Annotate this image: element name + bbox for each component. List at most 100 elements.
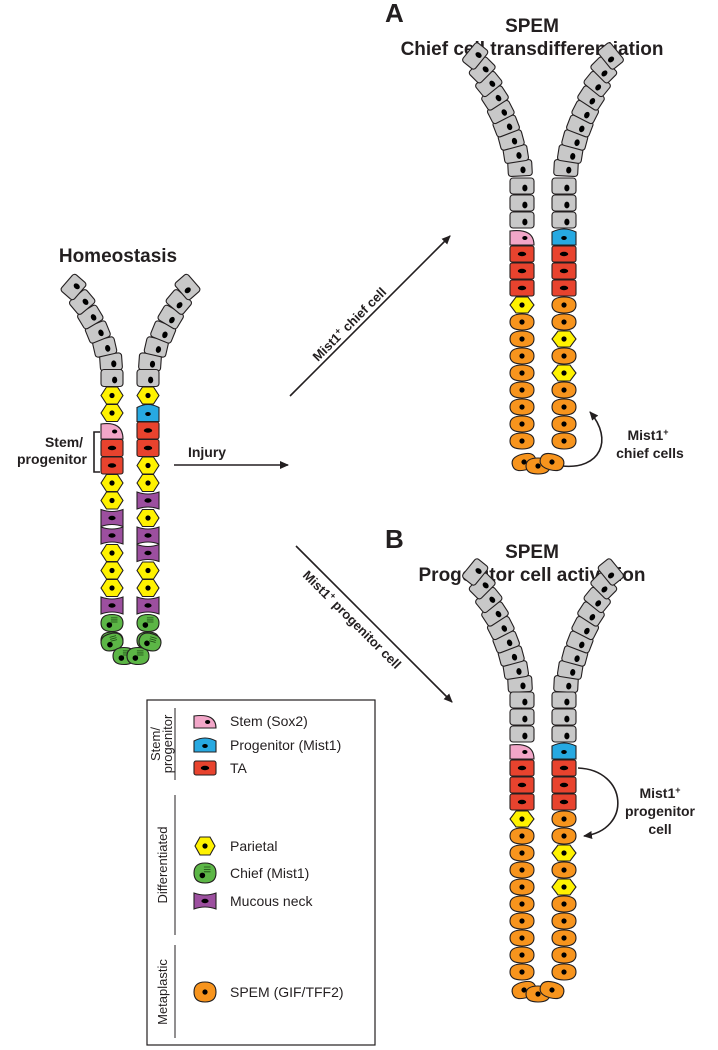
parietal-cell [100, 578, 124, 598]
parietal-cell [509, 810, 535, 828]
chief-cell [136, 613, 160, 633]
panel-letter-b: B [385, 524, 404, 554]
spem-cell [509, 895, 535, 913]
progenitor-cell [551, 742, 577, 760]
gray-cell [577, 85, 605, 111]
legend-group-stem-line1: Stem/ [148, 727, 163, 761]
spem-cell [551, 432, 577, 450]
spem-cell [551, 929, 577, 947]
chief-cell [100, 632, 124, 652]
stem-progenitor-label-line2: progenitor [17, 451, 88, 467]
arrow-a-label: Mist1+ chief cell [309, 284, 389, 364]
spem-cell [539, 980, 565, 1000]
spem-cell [551, 912, 577, 930]
ta-cell [509, 759, 535, 777]
parietal-cell [136, 473, 160, 493]
ta-cell [551, 262, 577, 280]
ta-cell [509, 245, 535, 263]
chief-cell-icon [193, 862, 217, 884]
gray-cell [92, 336, 118, 358]
spem-cell [551, 810, 577, 828]
parietal-cell [136, 508, 160, 528]
spem-cell [509, 415, 535, 433]
homeostasis-gland [60, 273, 201, 666]
panel-b-side-label-line2: progenitor [625, 803, 696, 819]
spem-cell [509, 381, 535, 399]
parietal-cell [136, 561, 160, 580]
gray-cell [556, 144, 584, 164]
gray-cell [100, 368, 124, 388]
gray-cell [597, 42, 624, 70]
spem-cell [509, 432, 535, 450]
legend-label-ta: TA [230, 760, 248, 776]
legend-group-metaplastic: Metaplastic [155, 959, 170, 1025]
progenitor-cell [136, 403, 160, 423]
panel-b-side-label-line3: cell [648, 821, 671, 837]
legend-label-mucous-neck: Mucous neck [230, 893, 313, 909]
panel-a-title-line1: SPEM [505, 16, 559, 37]
spem-cell [551, 415, 577, 433]
spem-cell [509, 347, 535, 365]
stem-cell [100, 423, 124, 440]
panel-b-side-label-line1: Mist1+ [639, 785, 680, 801]
mucous-cell [100, 526, 124, 545]
parietal-cell [551, 330, 577, 348]
spem-cell [509, 963, 535, 981]
parietal-cell [100, 473, 124, 493]
legend-icons [193, 714, 217, 1003]
legend-label-spem: SPEM (GIF/TFF2) [230, 984, 344, 1000]
stem-cell [509, 744, 535, 760]
legend: Stem/ progenitor Differentiated Metaplas… [146, 699, 376, 1046]
spem-cell [509, 313, 535, 331]
gray-cell [509, 691, 535, 709]
ta-cell [136, 438, 160, 458]
gray-cell [136, 368, 160, 388]
ta-cell [509, 776, 535, 794]
spem-cell [509, 330, 535, 348]
legend-group-differentiated: Differentiated [155, 826, 170, 903]
spem-cell [551, 963, 577, 981]
mucous-cell [136, 596, 160, 615]
mucous-cell [136, 491, 160, 510]
arrow-to-panel-b [295, 545, 453, 703]
chief-cell [126, 646, 150, 666]
mucous-cell [100, 508, 124, 528]
gray-cell [509, 194, 535, 212]
parietal-cell [136, 386, 160, 405]
panel-a-curved-arrow [561, 411, 603, 468]
parietal-cell-icon [194, 836, 216, 856]
progenitor-cell-icon [193, 737, 217, 753]
spem-cell [509, 861, 535, 879]
spem-cell [551, 313, 577, 331]
legend-label-chief: Chief (Mist1) [230, 865, 309, 881]
parietal-cell [100, 491, 124, 510]
ta-cell [100, 456, 124, 475]
parietal-cell [136, 578, 160, 598]
spem-cell-icon [193, 981, 217, 1003]
mucous-cell [136, 526, 160, 545]
ta-cell [551, 279, 577, 297]
spem-cell [551, 895, 577, 913]
gray-cell [462, 42, 489, 70]
ta-cell [551, 793, 577, 811]
stem-progenitor-label-line1: Stem/ [45, 434, 83, 450]
spem-cell [551, 827, 577, 845]
legend-label-stem: Stem (Sox2) [230, 713, 308, 729]
gray-cell [551, 708, 577, 726]
injury-label: Injury [188, 444, 226, 460]
spem-cell [509, 912, 535, 930]
panel-b-title-line1: SPEM [505, 542, 559, 563]
ta-cell [551, 245, 577, 263]
gray-cell [174, 273, 201, 301]
spem-cell [551, 946, 577, 964]
spem-cell [539, 452, 565, 472]
chief-cell [138, 632, 162, 652]
stem-progenitor-bracket [93, 431, 100, 473]
mucous-cell [100, 596, 124, 615]
spem-cell [509, 364, 535, 382]
legend-box [146, 699, 376, 1046]
gray-cell [509, 708, 535, 726]
panel-a-title-line2: Chief cell transdifferentiation [401, 39, 664, 60]
panel-b-curved-arrow [577, 767, 619, 839]
